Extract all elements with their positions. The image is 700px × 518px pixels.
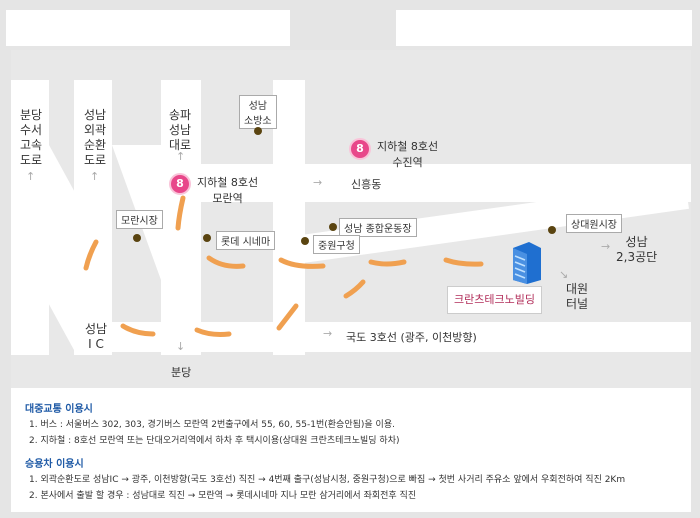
- arrow-right-icon: →: [601, 240, 611, 253]
- directions-panel: 대중교통 이용시 1. 버스 : 서울버스 302, 303, 경기버스 모란역…: [11, 388, 691, 512]
- marker-dot: [133, 234, 141, 242]
- place-fire-station: 성남 소방소: [239, 95, 277, 129]
- arrow-right-icon: →: [323, 327, 333, 340]
- place-sports-complex: 성남 종합운동장: [339, 218, 417, 237]
- label-songpa-seongnam: 송파 성남 대로: [169, 108, 192, 152]
- road-diag-left: [11, 145, 112, 350]
- map-panel: 분당 수서 고속 도로 ↑ 성남 외곽 순환 도로 ↑ 송파 성남 대로 ↑ 성…: [11, 50, 691, 388]
- car-title: 승용차 이용시: [25, 459, 84, 470]
- route-arrow: [194, 327, 232, 337]
- place-kranz-building: 크란츠테크노빌딩: [447, 286, 542, 314]
- road-vertical-right: [273, 80, 305, 355]
- marker-dot: [203, 234, 211, 242]
- car-line-1: 1. 외곽순환도로 성남IC → 광주, 이천방향(국도 3호선) 직진 → 4…: [29, 475, 626, 485]
- subway-line8-icon: 8: [169, 173, 191, 195]
- label-route3: 국도 3호선 (광주, 이천방향): [346, 331, 477, 344]
- label-sujin-station: 지하철 8호선 수진역: [377, 140, 439, 169]
- place-daewon-market: 상대원시장: [566, 214, 622, 233]
- arrow-up-icon: ↑: [176, 150, 186, 163]
- label-bundang-expressway: 분당 수서 고속 도로: [20, 108, 43, 167]
- route-arrows: [83, 195, 484, 337]
- route-arrow: [175, 195, 186, 231]
- place-moran-market: 모란시장: [116, 210, 163, 229]
- route-overlay: [11, 145, 484, 350]
- route-arrow: [443, 257, 484, 267]
- transit-title: 대중교통 이용시: [25, 404, 93, 415]
- arrow-down-icon: ↓: [176, 340, 186, 353]
- subway-line8-icon: 8: [349, 138, 371, 160]
- building-icon: [513, 242, 541, 284]
- top-right-box: [396, 10, 692, 46]
- marker-dot: [329, 223, 337, 231]
- label-seongnam-ic: 성남 I C: [85, 322, 108, 351]
- route-arrow: [83, 239, 99, 271]
- top-left-box: [6, 10, 290, 46]
- place-jungwon-office: 중원구청: [313, 235, 360, 254]
- route-arrow: [368, 259, 407, 267]
- marker-dot: [301, 237, 309, 245]
- arrow-right-icon: →: [313, 176, 323, 189]
- car-line-2: 2. 본사에서 출발 할 경우 : 성남대로 직진 → 모란역 → 롯데시네마 …: [29, 491, 417, 501]
- arrow-diag-icon: ↘: [559, 268, 569, 281]
- route-arrow: [276, 303, 299, 331]
- transit-line-1: 1. 버스 : 서울버스 302, 303, 경기버스 모란역 2번출구에서 5…: [29, 420, 395, 430]
- label-moran-station: 지하철 8호선 모란역: [197, 176, 259, 205]
- arrow-up-icon: ↑: [90, 170, 100, 183]
- label-daewon-tunnel: 대원 터널: [566, 282, 589, 311]
- route-arrow: [206, 255, 246, 269]
- arrow-up-icon: ↑: [26, 170, 36, 183]
- label-sinheung: 신흥동: [351, 178, 382, 191]
- transit-line-2: 2. 지하철 : 8호선 모란역 또는 단대오거리역에서 하차 후 택시이용(상…: [29, 436, 400, 446]
- route-arrow: [343, 279, 366, 299]
- label-seongnam-23: 성남 2,3공단: [616, 235, 658, 264]
- place-lotte-cinema: 롯데 시네마: [216, 231, 276, 250]
- road-horizontal-bottom: [75, 322, 691, 352]
- route-arrow: [120, 323, 156, 337]
- label-seongnam-loop: 성남 외곽 순환 도로: [84, 108, 107, 167]
- route-arrow: [278, 257, 326, 269]
- label-bundang: 분당: [171, 366, 192, 379]
- marker-dot: [548, 226, 556, 234]
- marker-dot: [254, 127, 262, 135]
